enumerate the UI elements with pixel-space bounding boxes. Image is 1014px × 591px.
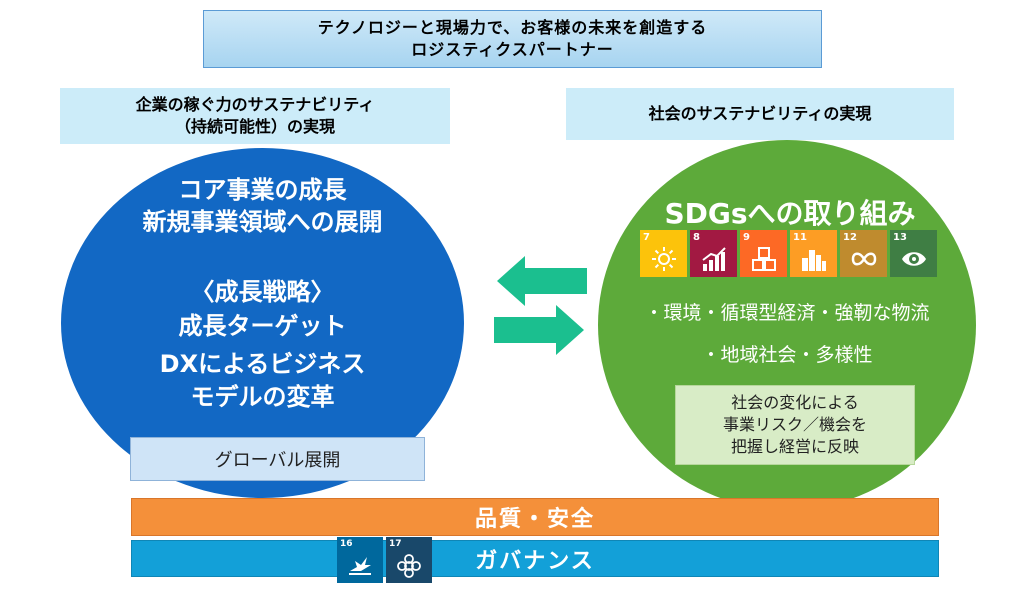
right-label-line-1: 社会のサステナビリティの実現 xyxy=(648,104,872,123)
sdg-7-number: 7 xyxy=(643,232,650,243)
new-business-line: 新規事業領域への展開 xyxy=(142,208,383,236)
sdg-16-tile: 16 xyxy=(337,537,383,583)
left-arrow-icon xyxy=(497,256,587,306)
city-icon xyxy=(802,250,826,271)
sdg-9-tile: 9 xyxy=(740,230,787,277)
sdg-8-number: 8 xyxy=(693,232,700,243)
left-label: 企業の稼ぐ力のサステナビリティ （持続可能性）の実現 xyxy=(60,88,450,144)
header-line-1: テクノロジーと現場力で、お客様の未来を創造する xyxy=(317,18,708,37)
sdg-icon-row: 7 8 9 11 xyxy=(640,230,937,277)
eye-globe-icon xyxy=(902,252,926,266)
sdg-17-tile: 17 xyxy=(386,537,432,583)
left-label-line-2: （持続可能性）の実現 xyxy=(174,117,335,136)
sdgs-title: SDGsへの取り組み xyxy=(664,197,916,230)
flower-icon xyxy=(397,554,421,578)
business-model-line: モデルの変革 xyxy=(190,383,335,411)
cubes-icon xyxy=(752,247,776,271)
sdg-themes-line-2: ・地域社会・多様性 xyxy=(701,344,873,366)
left-label-line-1: 企業の稼ぐ力のサステナビリティ xyxy=(135,95,375,114)
sdg-7-tile: 7 xyxy=(640,230,687,277)
infinity-icon xyxy=(851,252,877,266)
sdg-16-number: 16 xyxy=(340,539,353,549)
sdg-11-tile: 11 xyxy=(790,230,837,277)
sdg-12-number: 12 xyxy=(843,232,857,243)
growth-strategy-line: 〈成長戦略〉 xyxy=(190,278,335,306)
dove-icon xyxy=(349,557,371,575)
governance-band: ガバナンス xyxy=(131,540,939,577)
risk-line-1: 社会の変化による xyxy=(731,393,859,412)
sdg-13-tile: 13 xyxy=(890,230,937,277)
sdg-17-number: 17 xyxy=(389,539,402,549)
core-business-line: コア事業の成長 xyxy=(178,176,347,204)
sdg-themes-line-1: ・環境・循環型経済・強靭な物流 xyxy=(644,302,930,324)
sun-icon xyxy=(652,247,676,271)
sdg-12-tile: 12 xyxy=(840,230,887,277)
risk-line-2: 事業リスク／機会を xyxy=(722,415,867,434)
global-expansion-box: グローバル展開 xyxy=(130,437,425,481)
sdg-9-number: 9 xyxy=(743,232,750,243)
header-line-2: ロジスティクスパートナー xyxy=(411,40,614,59)
risk-opportunity-box: 社会の変化による 事業リスク／機会を 把握し経営に反映 xyxy=(675,385,915,465)
sdg-13-number: 13 xyxy=(893,232,907,243)
quality-safety-band: 品質・安全 xyxy=(131,498,939,536)
right-label: 社会のサステナビリティの実現 xyxy=(566,88,954,140)
growth-target-line: 成長ターゲット xyxy=(178,312,347,340)
growth-chart-icon xyxy=(702,247,726,271)
sdg-8-tile: 8 xyxy=(690,230,737,277)
sdg-11-number: 11 xyxy=(793,232,807,243)
dx-line: DXによるビジネス xyxy=(159,350,366,378)
header-banner: テクノロジーと現場力で、お客様の未来を創造する ロジスティクスパートナー xyxy=(203,10,822,68)
right-arrow-icon xyxy=(494,305,584,355)
risk-line-3: 把握し経営に反映 xyxy=(730,437,859,456)
